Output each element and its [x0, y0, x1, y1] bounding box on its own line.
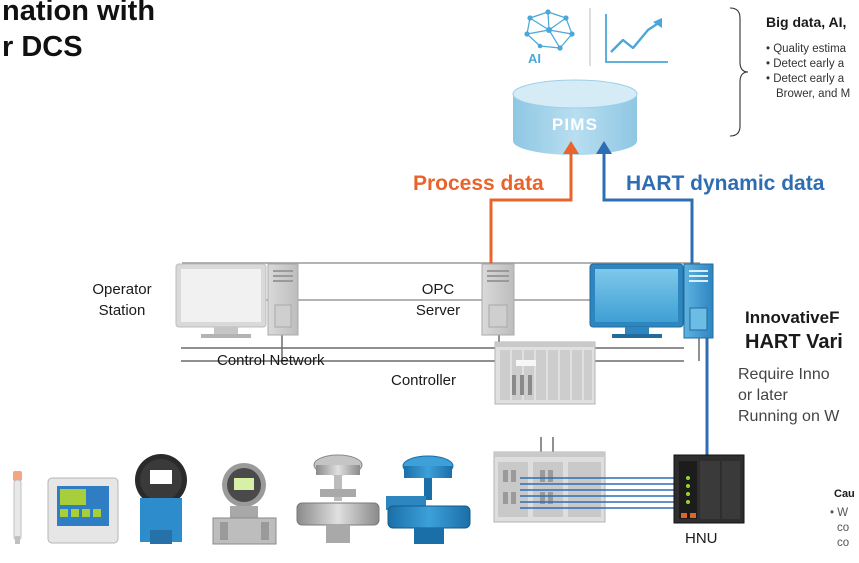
pressure-transmitter-icon	[212, 463, 277, 545]
operator-station-monitor-icon	[175, 263, 267, 338]
control-valve-blue-icon	[386, 455, 471, 544]
hart-wiring	[520, 477, 680, 509]
controller-rack-icon	[494, 341, 596, 405]
page-title-line1: nation with	[2, 0, 156, 27]
opc-server-label: OPC Server	[403, 279, 473, 321]
operator-station-server-icon	[267, 263, 299, 336]
big-data-item-cont: Brower, and M	[776, 88, 851, 100]
big-data-item: • Quality estima	[766, 43, 847, 55]
opc-server-label-line: Server	[415, 302, 461, 319]
caution-line: co	[837, 537, 850, 549]
control-network-label: Control Network	[217, 352, 325, 369]
big-data-item: • Detect early a	[766, 58, 845, 70]
neural-network-icon: AI	[524, 9, 575, 66]
pims-label: PIMS	[552, 115, 598, 134]
big-data-title: Big data, AI,	[766, 14, 847, 30]
operator-station-label: Operator Station	[82, 279, 162, 321]
hnu-label: HNU	[685, 530, 718, 547]
operator-station-label-line: Operator	[92, 281, 152, 298]
ph-sensor-icon	[13, 471, 22, 544]
analyzer-icon	[47, 477, 119, 544]
engineering-monitor-icon	[589, 263, 684, 338]
innovative-field-description: Require Inno or later Running on W	[738, 364, 839, 427]
operator-station-label-line: Station	[98, 302, 146, 319]
opc-server-icon	[481, 263, 515, 336]
flow-meter-icon	[135, 454, 187, 544]
innovative-desc-line: Require Inno	[738, 366, 830, 383]
trend-chart-icon	[605, 14, 668, 63]
process-data-arrow	[489, 141, 579, 266]
caution-text: • W co co	[830, 506, 849, 551]
control-valve-grey-icon	[296, 454, 380, 543]
io-module-icon	[493, 451, 606, 523]
innovative-desc-line: or later	[738, 387, 788, 404]
caution-title: Cau	[834, 488, 855, 500]
big-data-item: • Detect early a	[766, 73, 845, 85]
caution-line: • W	[830, 507, 849, 519]
caution-line: co	[837, 522, 850, 534]
database-cylinder-icon	[512, 79, 638, 155]
innovative-field-title: InnovativeF	[745, 308, 840, 327]
ai-label: AI	[528, 51, 541, 66]
innovative-desc-line: Running on W	[738, 408, 840, 425]
page-title-line2: r DCS	[2, 31, 83, 63]
engineering-server-icon	[683, 263, 714, 339]
hart-dynamic-data-label: HART dynamic data	[626, 172, 825, 195]
brace	[729, 7, 749, 137]
page-title: nation with r DCS	[2, 0, 155, 65]
innovative-field-subtitle: HART Vari	[745, 331, 843, 353]
hnu-device-icon	[673, 454, 745, 524]
process-data-label: Process data	[413, 172, 544, 195]
controller-label: Controller	[391, 372, 457, 389]
opc-server-label-line: OPC	[421, 281, 455, 298]
hart-data-arrow	[596, 141, 709, 455]
big-data-list: • Quality estima • Detect early a • Dete…	[766, 42, 850, 102]
